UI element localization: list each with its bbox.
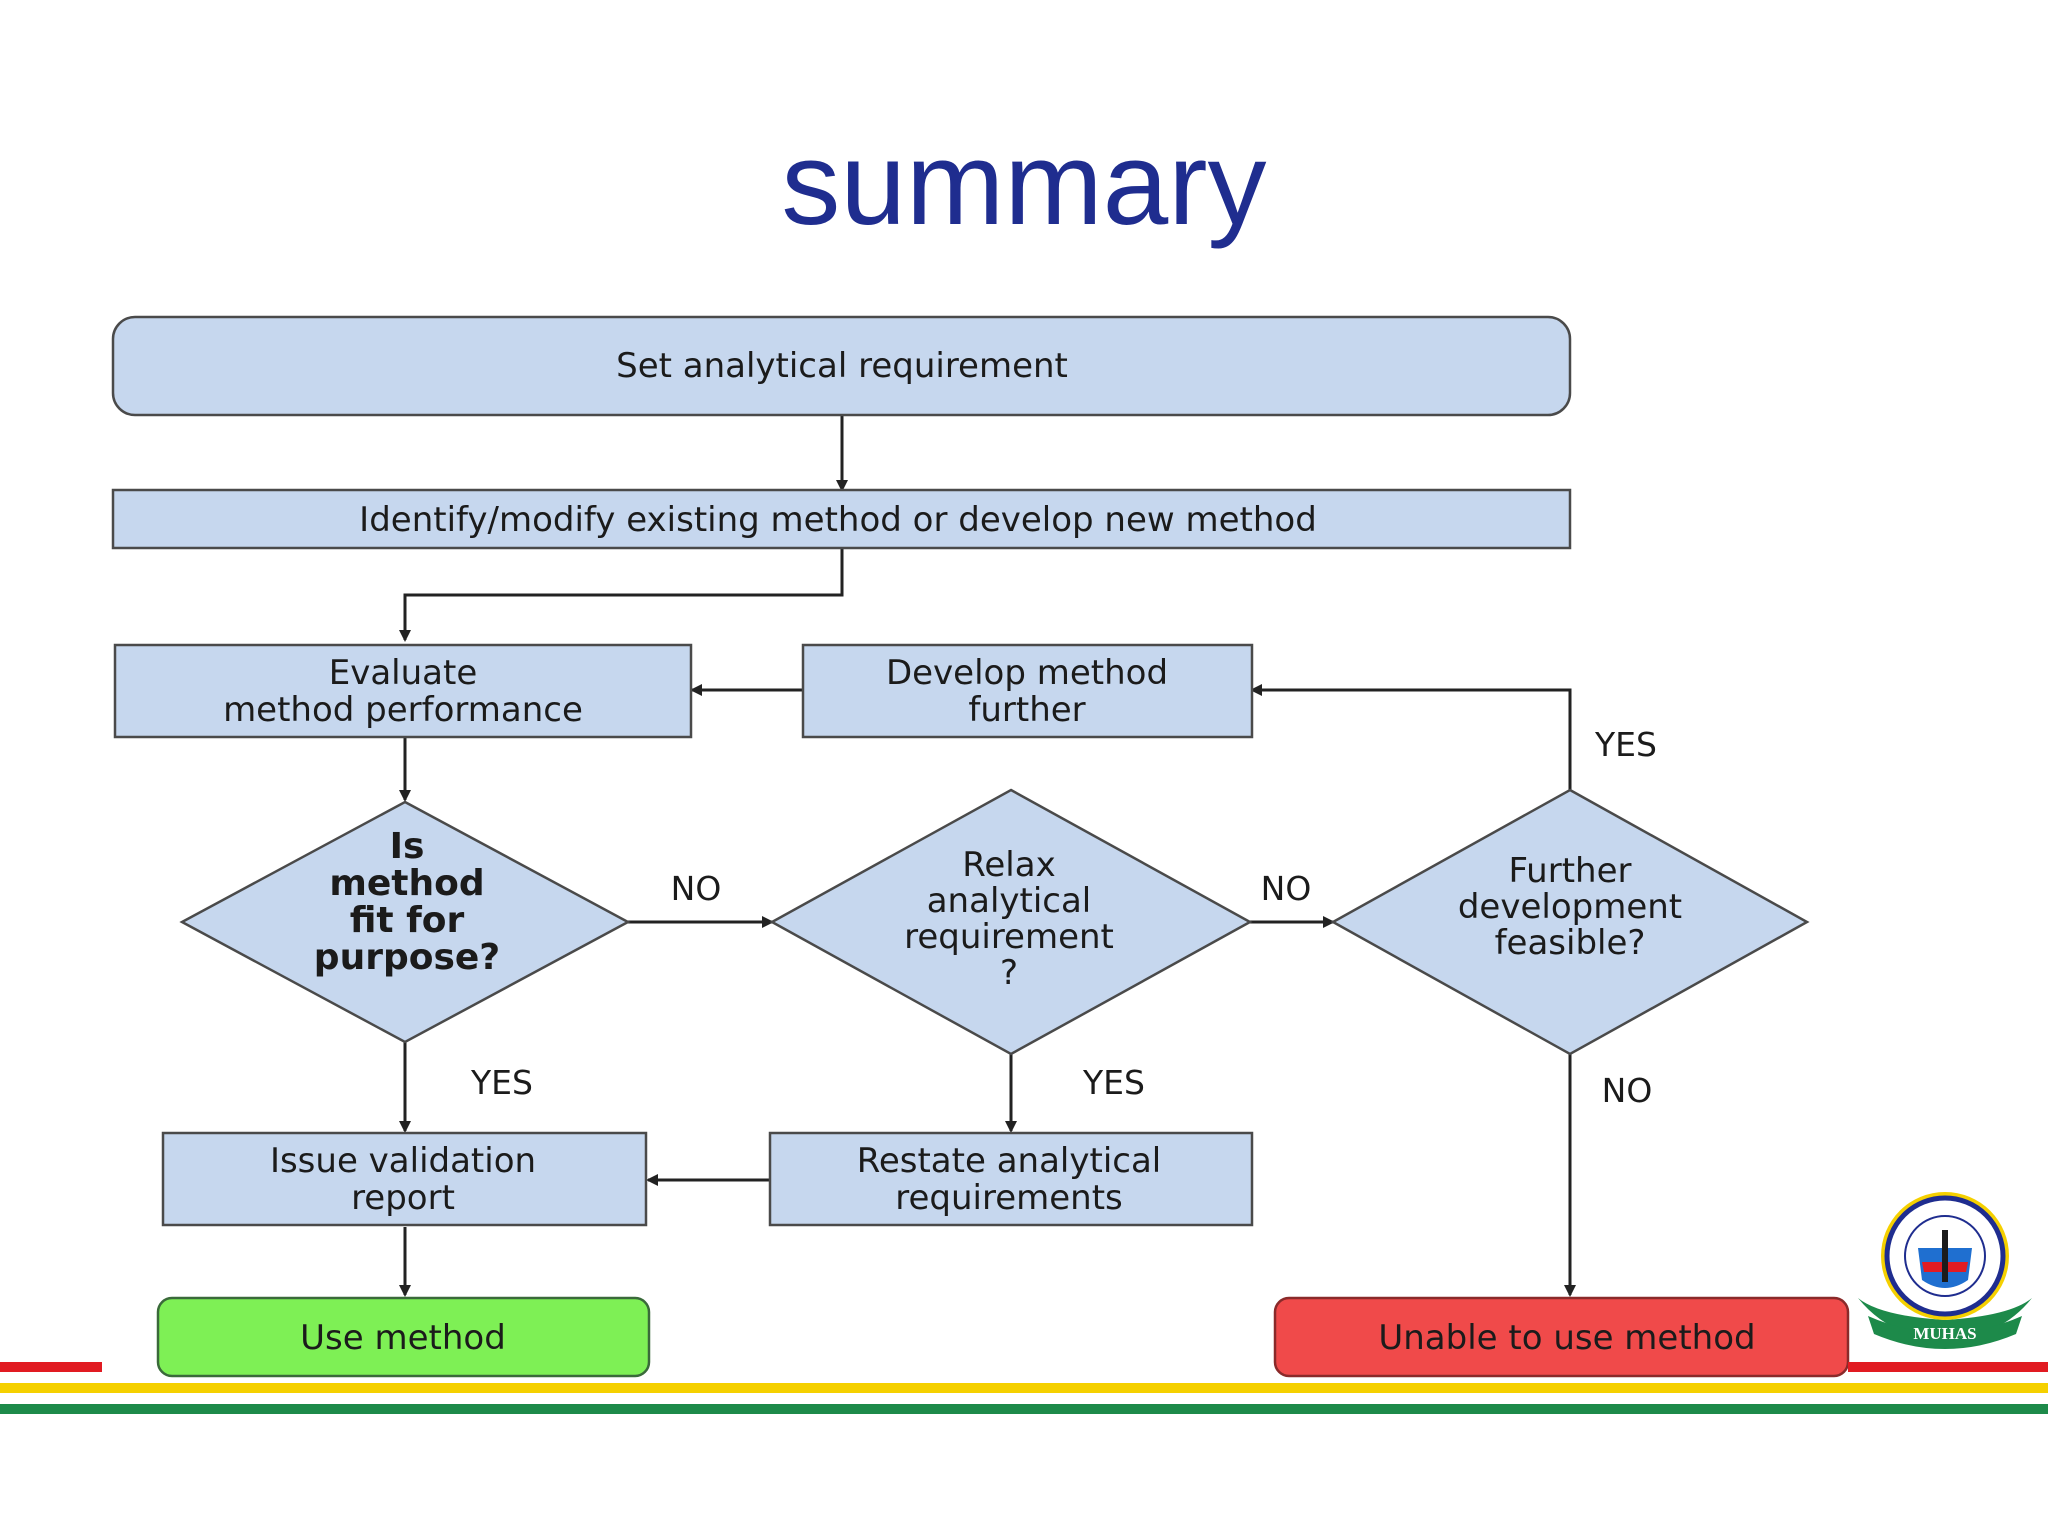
node-use-method: Use method bbox=[156, 1296, 651, 1378]
node-identify: Identify/modify existing method or devel… bbox=[111, 488, 1572, 550]
node-relax-line-4: ? bbox=[1000, 953, 1018, 993]
node-set-requirement-label: Set analytical requirement bbox=[616, 346, 1068, 386]
node-unable: Unable to use method bbox=[1273, 1296, 1850, 1378]
node-evaluate-line-1: Evaluate bbox=[329, 653, 478, 693]
node-relax-line-1: Relax bbox=[962, 845, 1055, 885]
node-fit-line-2: method bbox=[329, 863, 484, 904]
node-develop-further-line-1: Develop method bbox=[886, 653, 1168, 693]
node-restate: Restate analytical requirements bbox=[768, 1131, 1254, 1227]
footer-stripe-yellow bbox=[0, 1383, 2048, 1393]
slide-title: summary bbox=[781, 118, 1267, 250]
node-evaluate-line-2: method performance bbox=[223, 690, 583, 730]
edge-label-relax-yes: YES bbox=[1082, 1063, 1145, 1102]
node-feasible-decision: Further development feasible? bbox=[1330, 788, 1810, 1056]
edge-label-feasible-no: NO bbox=[1602, 1071, 1653, 1110]
edge-label-fit-yes: YES bbox=[470, 1063, 533, 1102]
edge-label-feasible-yes: YES bbox=[1594, 725, 1657, 764]
logo-text: MUHAS bbox=[1913, 1324, 1976, 1343]
edge-identify-to-evaluate bbox=[399, 548, 844, 642]
muhas-logo: MUHAS bbox=[1858, 1192, 2032, 1349]
node-restate-line-1: Restate analytical bbox=[857, 1141, 1162, 1181]
node-issue-line-1: Issue validation bbox=[270, 1141, 536, 1181]
node-relax-line-3: requirement bbox=[904, 917, 1114, 957]
footer-stripe-red-left bbox=[0, 1362, 102, 1372]
edge-label-relax-no: NO bbox=[1261, 869, 1312, 908]
node-relax-line-2: analytical bbox=[927, 881, 1092, 921]
node-feasible-line-1: Further bbox=[1508, 851, 1631, 891]
node-feasible-line-3: feasible? bbox=[1495, 923, 1646, 963]
footer-stripe-green bbox=[0, 1404, 2048, 1414]
edges bbox=[399, 415, 1576, 1297]
edge-label-fit-no: NO bbox=[671, 869, 722, 908]
node-fit-line-4: purpose? bbox=[314, 937, 500, 978]
node-feasible-line-2: development bbox=[1458, 887, 1682, 927]
node-evaluate: Evaluate method performance bbox=[113, 643, 693, 739]
node-fit-line-3: fit for bbox=[350, 900, 465, 941]
node-issue-report: Issue validation report bbox=[161, 1131, 648, 1227]
node-set-requirement: Set analytical requirement bbox=[111, 315, 1572, 417]
node-use-method-label: Use method bbox=[300, 1318, 506, 1358]
footer-stripe-red-right bbox=[1848, 1362, 2048, 1372]
node-relax-decision: Relax analytical requirement ? bbox=[769, 788, 1253, 1056]
node-fit-line-1: Is bbox=[390, 826, 425, 867]
node-restate-line-2: requirements bbox=[895, 1178, 1123, 1218]
node-develop-further-line-2: further bbox=[968, 690, 1085, 730]
node-develop-further: Develop method further bbox=[801, 643, 1254, 739]
node-issue-line-2: report bbox=[351, 1178, 455, 1218]
node-identify-label: Identify/modify existing method or devel… bbox=[359, 500, 1317, 540]
edge-feasible-to-develop bbox=[1250, 684, 1572, 790]
node-fit-decision: Is method fit for purpose? bbox=[179, 800, 631, 1044]
node-unable-label: Unable to use method bbox=[1378, 1318, 1755, 1358]
